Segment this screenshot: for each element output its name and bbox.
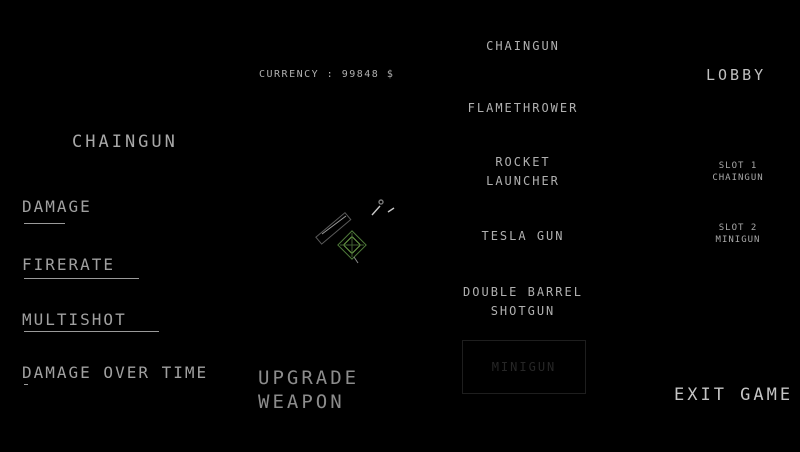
weapon-flamethrower-button[interactable]: FLAMETHROWER xyxy=(448,99,598,118)
weapon-core-icon xyxy=(337,230,367,264)
weapon-preview-image xyxy=(315,199,395,264)
weapon-double-barrel-shotgun-button[interactable]: DOUBLE BARREL SHOTGUN xyxy=(448,283,598,321)
weapon-barrel-icon xyxy=(315,212,352,245)
weapon-label: MINIGUN xyxy=(491,360,557,374)
stat-damage-button[interactable]: DAMAGE xyxy=(22,197,92,216)
stat-damage-bar xyxy=(24,223,65,224)
stat-firerate-button[interactable]: FIRERATE xyxy=(22,255,116,274)
stat-damage-over-time-bar xyxy=(24,384,28,385)
weapon-label: TESLA GUN xyxy=(481,229,565,243)
weapon-label-line1: DOUBLE BARREL xyxy=(463,285,583,299)
slot-2-indicator[interactable]: SLOT 2 MINIGUN xyxy=(698,222,778,246)
stat-multishot-button[interactable]: MULTISHOT xyxy=(22,310,127,329)
slot-2-weapon: MINIGUN xyxy=(715,235,761,245)
selected-weapon-title: CHAINGUN xyxy=(72,132,178,152)
currency-readout: CURRENCY : 99848 $ xyxy=(259,69,395,80)
slot-2-label: SLOT 2 xyxy=(718,223,758,233)
weapon-label-line1: ROCKET xyxy=(495,155,551,169)
weapon-label-line2: LAUNCHER xyxy=(486,174,560,188)
stat-firerate-bar xyxy=(24,278,139,279)
slot-1-indicator[interactable]: SLOT 1 CHAINGUN xyxy=(698,160,778,184)
weapon-chaingun-button[interactable]: CHAINGUN xyxy=(448,37,598,56)
weapon-label: FLAMETHROWER xyxy=(467,101,579,115)
upgrade-label-line1: UPGRADE xyxy=(258,367,360,389)
stat-multishot-bar xyxy=(24,331,159,332)
stat-damage-over-time-button[interactable]: DAMAGE OVER TIME xyxy=(22,363,209,382)
weapon-label: CHAINGUN xyxy=(486,39,560,53)
weapon-label-line2: SHOTGUN xyxy=(490,304,556,318)
weapon-minigun-button[interactable]: MINIGUN xyxy=(462,340,586,394)
weapon-tesla-gun-button[interactable]: TESLA GUN xyxy=(448,227,598,246)
slot-1-label: SLOT 1 xyxy=(718,161,758,171)
upgrade-weapon-button[interactable]: UPGRADE WEAPON xyxy=(258,366,359,414)
upgrade-label-line2: WEAPON xyxy=(258,391,345,413)
weapon-rocket-launcher-button[interactable]: ROCKET LAUNCHER xyxy=(448,153,598,191)
slot-1-weapon: CHAINGUN xyxy=(712,173,764,183)
weapon-sight-icon xyxy=(371,199,395,216)
exit-game-button[interactable]: EXIT GAME xyxy=(674,385,794,405)
lobby-button[interactable]: LOBBY xyxy=(706,66,767,84)
